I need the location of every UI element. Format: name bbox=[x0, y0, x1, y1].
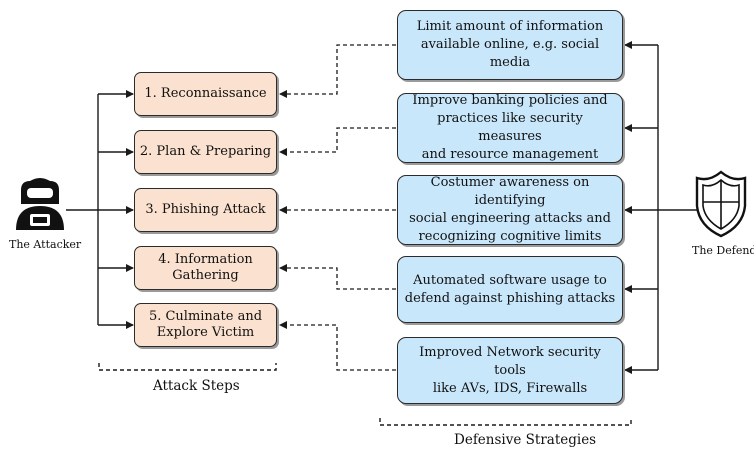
shield-icon bbox=[695, 170, 747, 238]
strategy-banking-policies: Improve banking policies and practices l… bbox=[397, 93, 623, 163]
defender-connectors bbox=[624, 41, 697, 374]
attack-step-plan-preparing: 2. Plan & Preparing bbox=[134, 130, 277, 174]
strategy-automated-software: Automated software usage to defend again… bbox=[397, 256, 623, 323]
defensive-strategies-bracket bbox=[379, 418, 632, 426]
hacker-icon bbox=[16, 178, 64, 230]
defender-label: The Defende bbox=[692, 244, 754, 257]
attacker-label: The Attacker bbox=[9, 238, 82, 251]
attack-steps-title: Attack Steps bbox=[153, 378, 240, 394]
strategy-customer-awareness: Costumer awareness on identifying social… bbox=[397, 175, 623, 245]
strategy-limit-information: Limit amount of information available on… bbox=[397, 10, 623, 80]
defensive-strategies-title: Defensive Strategies bbox=[454, 432, 597, 448]
attack-step-reconnaissance: 1. Reconnaissance bbox=[134, 72, 277, 116]
strategy-links bbox=[279, 44, 396, 371]
attack-step-culminate-explore: 5. Culminate and Explore Victim bbox=[134, 303, 277, 347]
strategy-network-security: Improved Network security tools like AVs… bbox=[397, 337, 623, 404]
attack-step-phishing-attack: 3. Phishing Attack bbox=[134, 188, 277, 232]
attack-steps-bracket bbox=[98, 363, 277, 371]
attack-step-information-gathering: 4. Information Gathering bbox=[134, 246, 277, 290]
attacker-connectors bbox=[66, 90, 134, 329]
